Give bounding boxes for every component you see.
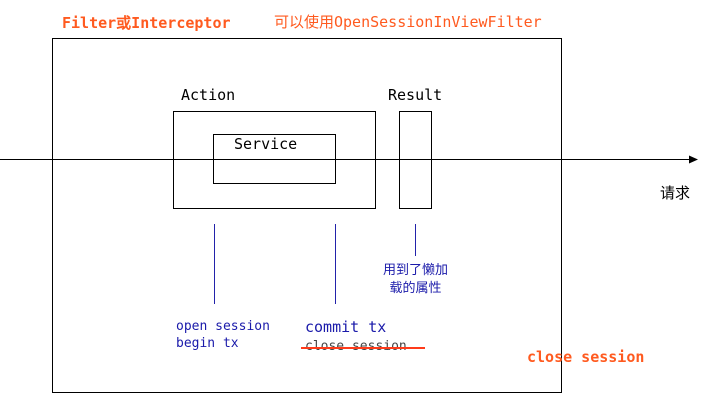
action-label: Action bbox=[181, 86, 236, 104]
request-arrow bbox=[0, 155, 698, 164]
filter-note: 可以使用OpenSessionInViewFilter bbox=[274, 13, 542, 31]
action-start-marker bbox=[214, 224, 215, 304]
strike-line bbox=[301, 347, 425, 349]
lazy-load-marker bbox=[415, 224, 416, 256]
result-label: Result bbox=[388, 86, 443, 104]
filter-box bbox=[52, 38, 562, 393]
commit-marker bbox=[335, 224, 336, 304]
lazy-load-note-line-1: 用到了懒加 bbox=[383, 263, 449, 278]
commit-label: commit tx bbox=[305, 318, 387, 336]
lazy-load-note-line-2: 载的属性 bbox=[389, 281, 442, 296]
service-label: Service bbox=[234, 135, 298, 153]
action-start-note: open session begin tx bbox=[176, 318, 270, 352]
open-session-text: open session bbox=[176, 319, 270, 334]
begin-tx-text: begin tx bbox=[176, 336, 239, 351]
lazy-load-note: 用到了懒加 载的属性 bbox=[383, 262, 448, 298]
struck-close-session: close session bbox=[305, 339, 407, 354]
request-label: 请求 bbox=[660, 184, 691, 202]
filter-interceptor-title: Filter或Interceptor bbox=[62, 14, 231, 32]
final-close-session: close session bbox=[527, 348, 645, 366]
